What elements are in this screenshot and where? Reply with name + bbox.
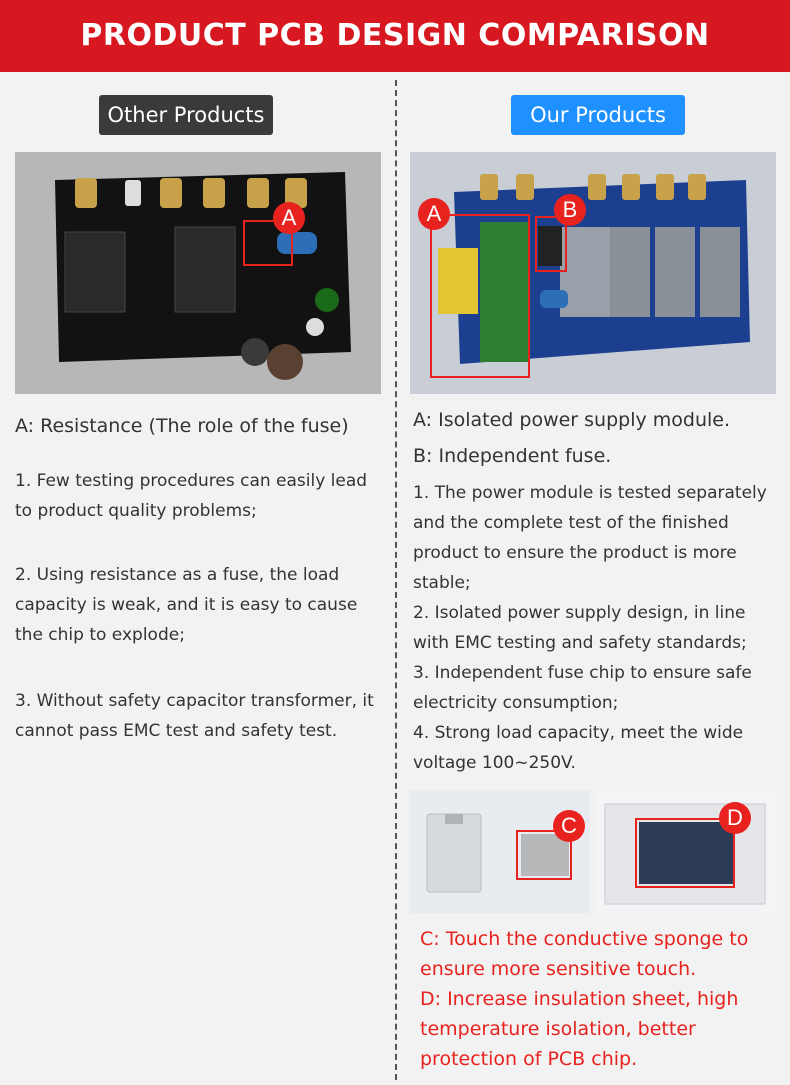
our-label-b: B: Independent fuse. [413, 445, 612, 467]
resistance-highlight-box [243, 220, 293, 266]
other-point-2: 2. Using resistance as a fuse, the load … [15, 565, 358, 645]
other-point-1: 1. Few testing procedures can easily lea… [15, 471, 368, 521]
marker-d: D [719, 802, 751, 834]
other-pcb-photo: A [15, 152, 381, 394]
column-divider [395, 80, 397, 1080]
marker-b: B [554, 194, 586, 226]
sponge-illustration [409, 790, 590, 913]
our-products-badge: Our Products [511, 95, 685, 135]
power-module-highlight-box [430, 214, 530, 378]
other-pcb-illustration [15, 152, 381, 394]
our-label-a: A: Isolated power supply module. [413, 409, 731, 431]
fuse-highlight-box [535, 216, 567, 272]
our-point-3: 3. Independent fuse chip to ensure safe … [413, 663, 752, 713]
caption-d: D: Increase insulation sheet, high tempe… [420, 988, 739, 1070]
other-products-badge: Other Products [99, 95, 273, 135]
our-point-2: 2. Isolated power supply design, in line… [413, 603, 747, 653]
marker-a-ours: A [418, 198, 450, 230]
other-label-a: A: Resistance (The role of the fuse) [15, 415, 349, 437]
our-point-4: 4. Strong load capacity, meet the wide v… [413, 723, 744, 773]
conductive-sponge-photo: C [409, 790, 590, 913]
our-pcb-photo: A B [410, 152, 776, 394]
other-point-3: 3. Without safety capacitor transformer,… [15, 691, 374, 741]
insulation-highlight-box [635, 818, 735, 888]
caption-c: C: Touch the conductive sponge to ensure… [420, 928, 749, 980]
our-point-1: 1. The power module is tested separately… [413, 483, 767, 593]
sponge-highlight-box [516, 830, 572, 880]
marker-a: A [273, 202, 305, 234]
marker-c: C [553, 810, 585, 842]
insulation-sheet-photo: D [595, 790, 776, 913]
page-title: PRODUCT PCB DESIGN COMPARISON [0, 0, 790, 72]
insulation-illustration [595, 790, 776, 913]
